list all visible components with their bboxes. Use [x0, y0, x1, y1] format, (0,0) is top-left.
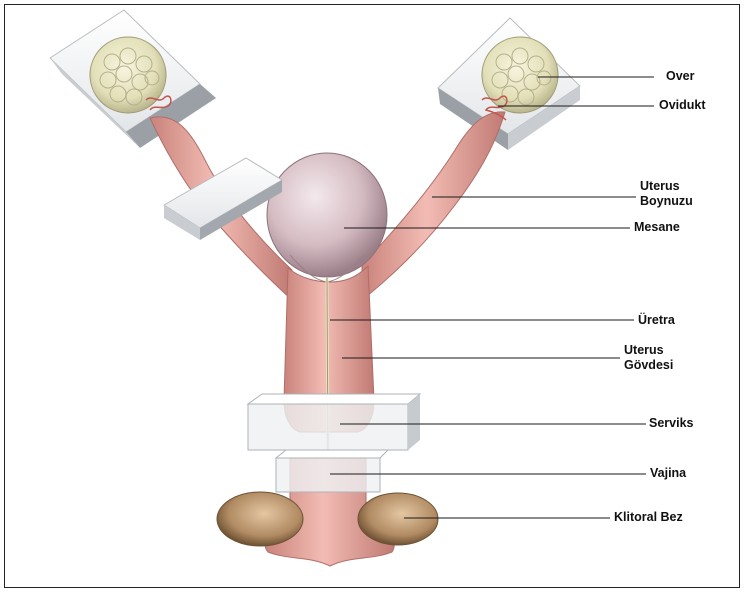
label-uretra: Üretra [638, 313, 675, 328]
label-serviks: Serviks [649, 416, 693, 431]
label-mesane: Mesane [634, 220, 680, 235]
left-clitoral-gland [217, 492, 303, 546]
label-vajina: Vajina [650, 466, 686, 481]
right-ovary [482, 37, 558, 113]
right-clitoral-gland [358, 493, 438, 545]
cervix-block [248, 394, 420, 450]
label-uterus-govdesi: Uterus Gövdesi [624, 343, 673, 373]
label-uterus-boynuzu: Uterus Boynuzu [640, 179, 693, 209]
label-over: Over [666, 69, 695, 84]
vagina-block [276, 450, 388, 492]
label-ovidukt: Ovidukt [659, 98, 706, 113]
label-klitoral-bez: Klitoral Bez [614, 510, 683, 525]
left-ovary [90, 37, 166, 113]
